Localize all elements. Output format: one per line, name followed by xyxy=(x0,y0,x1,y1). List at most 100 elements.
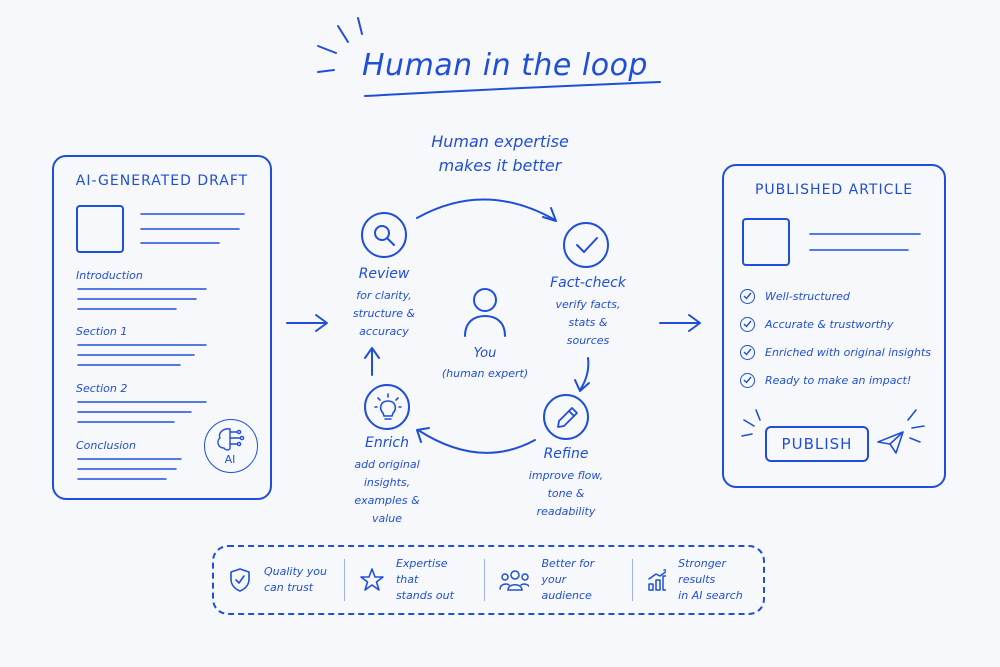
pencil-icon xyxy=(557,407,578,428)
review-desc-line: for clarity, xyxy=(356,289,412,302)
benefit-line: in AI search xyxy=(678,589,743,602)
arrow-enrich-to-review xyxy=(364,347,380,376)
title-underline xyxy=(364,81,661,97)
benefit-text: Stronger results in AI search xyxy=(678,556,749,604)
ai-draft-title: AI-GENERATED DRAFT xyxy=(75,173,249,189)
check-circle-icon xyxy=(740,344,755,360)
checklist-label: Well-structured xyxy=(765,289,850,303)
diagram-title: Human in the loop xyxy=(362,48,648,83)
ai-draft-card: AI-GENERATED DRAFT Introduction Section … xyxy=(52,155,272,500)
ai-brain-badge: AI xyxy=(204,419,258,473)
growth-chart-icon xyxy=(648,569,667,591)
group-icon xyxy=(499,570,530,591)
draft-section-1-lines xyxy=(77,344,207,366)
enrich-desc-line: value xyxy=(371,512,403,525)
draft-image-placeholder xyxy=(76,205,124,253)
checklist-item: Well-structured xyxy=(740,286,931,306)
draft-section-introduction: Introduction xyxy=(76,269,143,282)
factcheck-desc-line: verify facts, xyxy=(555,298,621,311)
arrow-factcheck-to-refine xyxy=(574,357,590,392)
star-icon xyxy=(360,568,384,591)
enrich-desc-line: add original xyxy=(354,458,420,471)
check-circle-icon xyxy=(740,288,755,304)
factcheck-title: Fact-check xyxy=(550,275,626,291)
brain-circuit-icon xyxy=(217,428,245,451)
refine-desc-line: improve flow, xyxy=(528,469,604,482)
benefit-item: Expertise that stands out xyxy=(359,556,470,604)
enrich-title: Enrich xyxy=(365,435,409,451)
refine-desc-line: readability xyxy=(536,505,596,518)
factcheck-desc-line: stats & xyxy=(568,316,608,329)
factcheck-desc-line: sources xyxy=(566,334,610,347)
enrich-description: add original insights, examples & value xyxy=(332,456,442,528)
benefit-item: Better for your audience xyxy=(499,556,618,604)
lightbulb-icon xyxy=(374,393,402,420)
publish-button[interactable]: PUBLISH xyxy=(765,426,869,462)
refine-step-badge xyxy=(543,394,589,440)
check-circle-icon xyxy=(740,372,755,388)
factcheck-step-badge xyxy=(563,222,609,268)
subtitle: Human expertise makes it better xyxy=(400,130,600,178)
refine-desc-line: tone & xyxy=(547,487,585,500)
benefit-line: Expertise that xyxy=(395,557,448,586)
benefit-item: Stronger results in AI search xyxy=(647,556,749,604)
draft-section-2: Section 2 xyxy=(76,382,128,395)
draft-section-conclusion: Conclusion xyxy=(76,439,136,452)
review-title: Review xyxy=(358,266,410,282)
benefit-text: Expertise that stands out xyxy=(396,556,470,604)
benefit-line: stands out xyxy=(395,589,454,602)
factcheck-description: verify facts, stats & sources xyxy=(536,296,640,350)
draft-section-2-lines xyxy=(77,401,207,423)
checklist-label: Enriched with original insights xyxy=(765,345,932,359)
benefit-divider xyxy=(344,559,345,601)
benefit-text: Quality you can trust xyxy=(264,564,327,596)
review-desc-line: structure & xyxy=(352,307,416,320)
check-circle-icon xyxy=(740,316,755,332)
draft-section-1: Section 1 xyxy=(76,325,128,338)
checklist-label: Accurate & trustworthy xyxy=(765,317,894,331)
draft-conclusion-lines xyxy=(77,458,182,480)
published-title: PUBLISHED ARTICLE xyxy=(754,182,914,198)
review-desc-line: accuracy xyxy=(359,325,409,338)
benefit-line: can trust xyxy=(264,581,314,594)
center-label: You xyxy=(473,346,497,361)
checklist-label: Ready to make an impact! xyxy=(765,373,912,387)
published-article-card: PUBLISHED ARTICLE Well-structured Accura… xyxy=(722,164,946,488)
checklist: Well-structured Accurate & trustworthy E… xyxy=(740,286,931,390)
enrich-desc-line: examples & xyxy=(354,494,420,507)
checkmark-icon xyxy=(576,237,598,253)
draft-header-lines xyxy=(140,213,245,244)
checklist-item: Ready to make an impact! xyxy=(740,370,931,390)
enrich-desc-line: insights, xyxy=(363,476,411,489)
person-icon xyxy=(464,288,506,337)
draft-intro-lines xyxy=(77,288,207,310)
benefit-line: Quality you xyxy=(264,565,328,578)
benefit-text: Better for your audience xyxy=(541,556,618,604)
arrow-loop-to-published xyxy=(659,314,701,332)
checklist-item: Enriched with original insights xyxy=(740,342,931,362)
arrow-refine-to-enrich xyxy=(416,427,536,454)
benefit-divider xyxy=(632,559,633,601)
subtitle-line-2: makes it better xyxy=(438,156,562,175)
checklist-item: Accurate & trustworthy xyxy=(740,314,931,334)
benefit-line: Better for your xyxy=(541,557,595,586)
enrich-step-badge xyxy=(364,384,410,430)
subtitle-line-1: Human expertise xyxy=(431,132,569,151)
review-description: for clarity, structure & accuracy xyxy=(334,287,434,341)
benefit-item: Quality you can trust xyxy=(228,564,330,596)
publish-sparkle-left-icon xyxy=(741,409,761,437)
article-header-lines xyxy=(809,233,921,251)
arrow-draft-to-loop xyxy=(286,314,328,332)
shield-check-icon xyxy=(230,568,250,592)
magnifier-icon xyxy=(374,225,395,246)
arrow-review-to-factcheck xyxy=(416,198,557,222)
paper-plane-icon xyxy=(877,431,904,454)
refine-description: improve flow, tone & readability xyxy=(511,467,621,521)
review-step-badge xyxy=(361,212,407,258)
publish-sparkle-right-icon xyxy=(907,409,925,443)
center-sublabel: (human expert) xyxy=(441,367,529,380)
benefit-line: Stronger results xyxy=(678,557,726,586)
refine-title: Refine xyxy=(543,446,589,462)
title-sparkle-icon xyxy=(317,17,363,73)
